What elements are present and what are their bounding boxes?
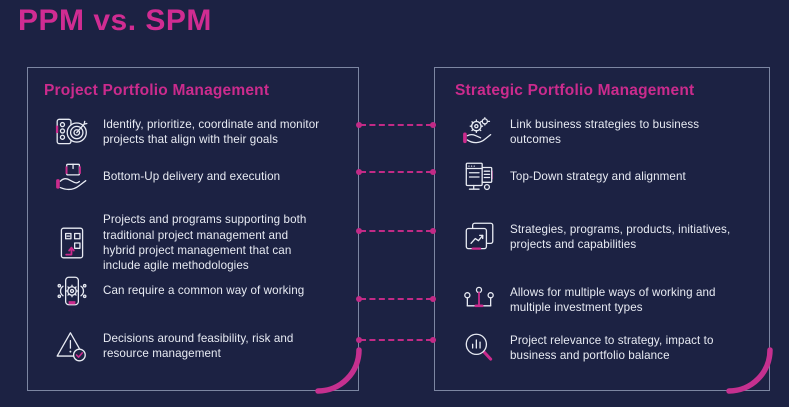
connector-line — [356, 296, 436, 302]
connector-line — [356, 122, 436, 128]
monitor-stack-icon — [461, 159, 497, 195]
ppm-panel: Project Portfolio Management Identify, p… — [27, 67, 359, 391]
item-text: Decisions around feasibility, risk and r… — [103, 331, 294, 360]
list-item: Top-Down strategy and alignment — [461, 155, 761, 199]
list-item: Identify, prioritize, coordinate and mon… — [54, 108, 350, 156]
item-text: Allows for multiple ways of working and … — [510, 285, 716, 314]
connector-line — [356, 169, 436, 175]
item-text: Can require a common way of working — [103, 284, 305, 298]
list-item: Can require a common way of working — [54, 273, 350, 309]
spm-panel: Strategic Portfolio Management Link busi… — [434, 67, 770, 391]
connector-line — [356, 337, 436, 343]
spm-panel-title: Strategic Portfolio Management — [455, 82, 695, 99]
chart-cards-icon — [461, 219, 497, 255]
list-item: Allows for multiple ways of working and … — [461, 278, 761, 322]
branch-nodes-icon — [461, 282, 497, 318]
item-text: Bottom-Up delivery and execution — [103, 170, 281, 184]
hand-box-icon — [54, 159, 90, 195]
item-text: Projects and programs supporting both tr… — [103, 213, 307, 273]
item-text: Identify, prioritize, coordinate and mon… — [103, 117, 320, 146]
magnifier-chart-icon — [461, 330, 497, 366]
item-text: Link business strategies to business out… — [510, 117, 700, 146]
item-text: Strategies, programs, products, initiati… — [510, 222, 731, 251]
list-item: Decisions around feasibility, risk and r… — [54, 321, 350, 371]
list-item: Bottom-Up delivery and execution — [54, 159, 350, 195]
list-item: Strategies, programs, products, initiati… — [461, 213, 761, 261]
risk-warning-icon — [54, 328, 90, 364]
page-title: PPM vs. SPM — [18, 4, 212, 37]
list-item: Projects and programs supporting both tr… — [54, 208, 350, 278]
item-text: Project relevance to strategy, impact to… — [510, 333, 714, 362]
target-checklist-icon — [54, 114, 90, 150]
ppm-panel-title: Project Portfolio Management — [44, 82, 270, 99]
connector-line — [356, 228, 436, 234]
item-text: Top-Down strategy and alignment — [510, 170, 686, 184]
hand-gears-icon — [461, 114, 497, 150]
kanban-board-icon — [54, 225, 90, 261]
list-item: Project relevance to strategy, impact to… — [461, 323, 761, 373]
list-item: Link business strategies to business out… — [461, 108, 761, 156]
gear-sync-icon — [54, 273, 90, 309]
